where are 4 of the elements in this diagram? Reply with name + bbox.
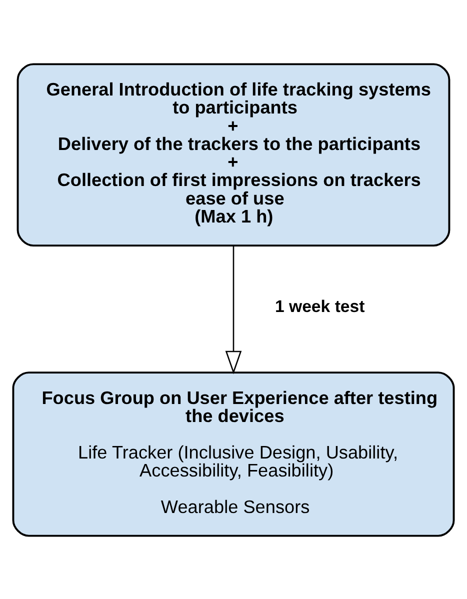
node-box: General Introduction of life tracking systems to participants + Delivery of the trackers to the participants + Collection of first impressions on trackers ease of use (Max 1 h) <box>16 62 450 246</box>
edge-label: 1 week test <box>274 296 365 316</box>
node-box: Focus Group on User Experience after testing the devices Life Tracker (Inclusive Design, Usability, Accessibility, Feasibility) Wearable Sensors <box>12 371 455 536</box>
arrow <box>225 245 242 374</box>
